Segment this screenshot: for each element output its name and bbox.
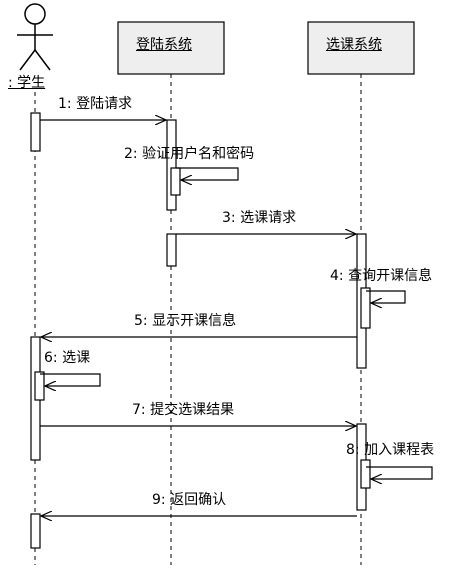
object-box-login — [117, 21, 225, 75]
msg-label-3: 3: 选课请求 — [222, 210, 297, 226]
activation-student-4 — [30, 513, 41, 549]
msg-label-2: 2: 验证用户名和密码 — [124, 146, 255, 162]
msg-label-1: 1: 登陆请求 — [58, 96, 133, 112]
object-label-login: 登陆系统 — [136, 37, 192, 53]
activation-student-1 — [30, 112, 41, 152]
msg-label-5: 5: 显示开课信息 — [134, 313, 237, 329]
activation-course-2 — [360, 287, 371, 329]
activation-login-1 — [166, 119, 177, 211]
msg-label-7: 7: 提交选课结果 — [132, 402, 235, 418]
msg-arrow-4 — [366, 290, 406, 303]
object-box-course — [307, 21, 415, 75]
actor-label: : 学生 — [8, 75, 46, 91]
msg-arrow-2 — [176, 167, 239, 180]
msg-label-4: 4: 查询开课信息 — [330, 268, 433, 284]
activation-student-3 — [34, 371, 45, 401]
msg-label-6: 6: 选课 — [44, 350, 91, 366]
msg-arrow-8 — [366, 466, 433, 479]
activation-course-4 — [360, 459, 371, 489]
activation-login-3 — [166, 233, 177, 267]
msg-label-8: 8: 加入课程表 — [346, 442, 435, 458]
object-label-course: 选课系统 — [326, 37, 382, 53]
actor-figure-icon — [17, 3, 53, 71]
msg-arrow-6 — [40, 373, 101, 386]
msg-label-9: 9: 返回确认 — [152, 492, 227, 508]
activation-login-2 — [170, 167, 181, 196]
